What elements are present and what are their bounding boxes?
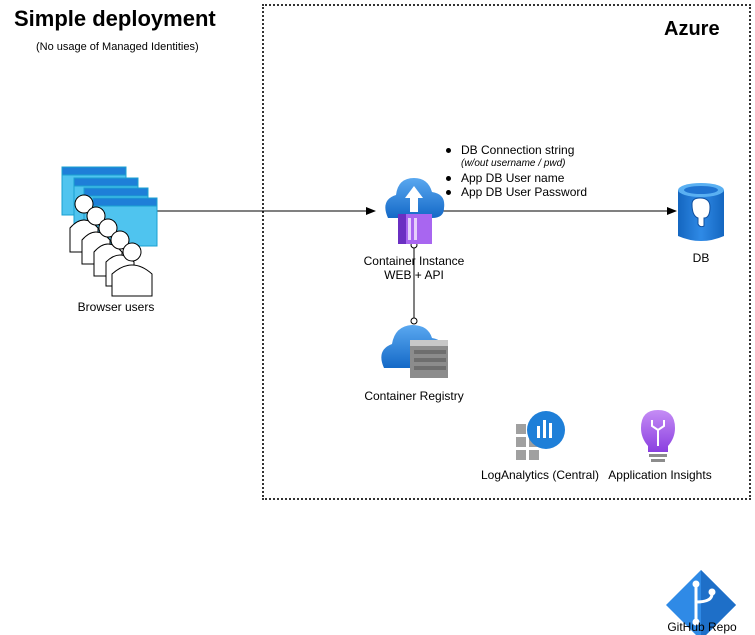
container-registry-icon [381,325,448,378]
container-instance-label-line2: WEB + API [384,268,444,282]
bullet-dot [446,147,451,153]
link-endpoint-bottom [410,317,418,325]
postgresql-db-icon [678,183,724,241]
github-repo-label: GitHub Repo [667,620,737,634]
git-repo-icon [666,570,736,635]
connection-notes: DB Connection string (w/out username / p… [446,143,587,199]
note-connection-string-detail: (w/out username / pwd) [461,158,566,169]
log-analytics-icon [516,411,565,460]
browser-users-label: Browser users [77,300,155,314]
container-registry-label: Container Registry [364,389,464,403]
container-instance-label-line1: Container Instance [363,254,465,268]
note-text: App DB User name [461,171,565,185]
note-text: DB Connection string [461,143,575,157]
application-insights-label: Application Insights [608,468,712,482]
azure-boundary [262,4,751,500]
note-db-connection-string: DB Connection string [446,143,587,157]
note-db-user-name: App DB User name [446,171,587,185]
bullet-dot [446,175,451,181]
bullet-dot [446,189,451,195]
lightbulb-icon [641,410,675,462]
note-db-user-password: App DB User Password [446,185,587,199]
diagram-title: Simple deployment [14,6,216,31]
diagram-subtitle: (No usage of Managed Identities) [36,41,199,53]
browser-users-icon [61,166,158,297]
container-instance-label: Container Instance WEB + API [354,254,474,282]
azure-label: Azure [664,18,720,40]
container-instance-icon [385,178,445,244]
log-analytics-label: LogAnalytics (Central) [480,468,600,482]
db-label: DB [692,251,710,265]
note-text: App DB User Password [461,185,588,199]
